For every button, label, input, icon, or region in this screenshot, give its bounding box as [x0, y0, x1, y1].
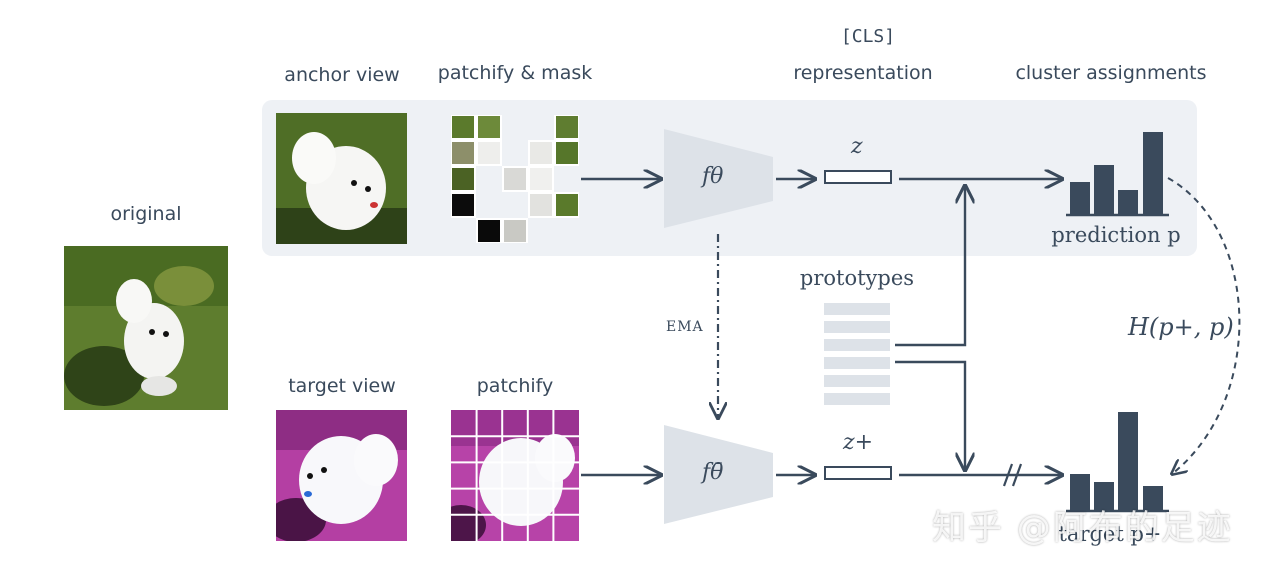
patch-grid: [451, 410, 579, 541]
z-vector: [824, 170, 892, 184]
target-histogram: [1070, 412, 1163, 510]
teacher-encoder: [664, 425, 773, 524]
target-view-image: [276, 410, 407, 541]
prototypes-to-prediction-line: [895, 186, 965, 347]
prediction-histogram: [1070, 132, 1163, 214]
anchor-view-image: [276, 113, 407, 244]
loss-label: H(p+, p): [1128, 313, 1234, 341]
z-plus-label: z+: [843, 430, 874, 455]
cls-token-label: [CLS]: [840, 26, 896, 47]
patchify-mask-label: patchify & mask: [437, 62, 593, 84]
prototypes-stack: [824, 303, 890, 405]
f-theta-bar-label: fθ̄: [702, 460, 724, 485]
original-label: original: [110, 203, 182, 225]
prototypes-to-target-line: [895, 360, 965, 470]
anchor-view-label: anchor view: [284, 64, 400, 86]
prediction-label: prediction p: [1051, 223, 1181, 247]
prototypes-label: prototypes: [799, 266, 915, 290]
cluster-assignments-label: cluster assignments: [1015, 62, 1207, 84]
target-view-label: target view: [288, 375, 396, 397]
f-theta-label: fθ: [702, 164, 724, 189]
student-encoder: [664, 129, 773, 228]
watermark: 知乎 @阿布的足迹: [932, 508, 1233, 548]
loss-arc: [1167, 177, 1241, 474]
stop-gradient-icon: [1002, 463, 1023, 487]
original-image: [64, 246, 228, 410]
representation-label: representation: [793, 62, 933, 84]
target-label: target p+: [1058, 522, 1162, 546]
masked-patches: [451, 115, 579, 243]
patchify-label: patchify: [476, 375, 554, 397]
z-label: z: [851, 134, 863, 159]
ema-label: EMA: [666, 319, 704, 335]
z-plus-vector: [824, 466, 892, 480]
